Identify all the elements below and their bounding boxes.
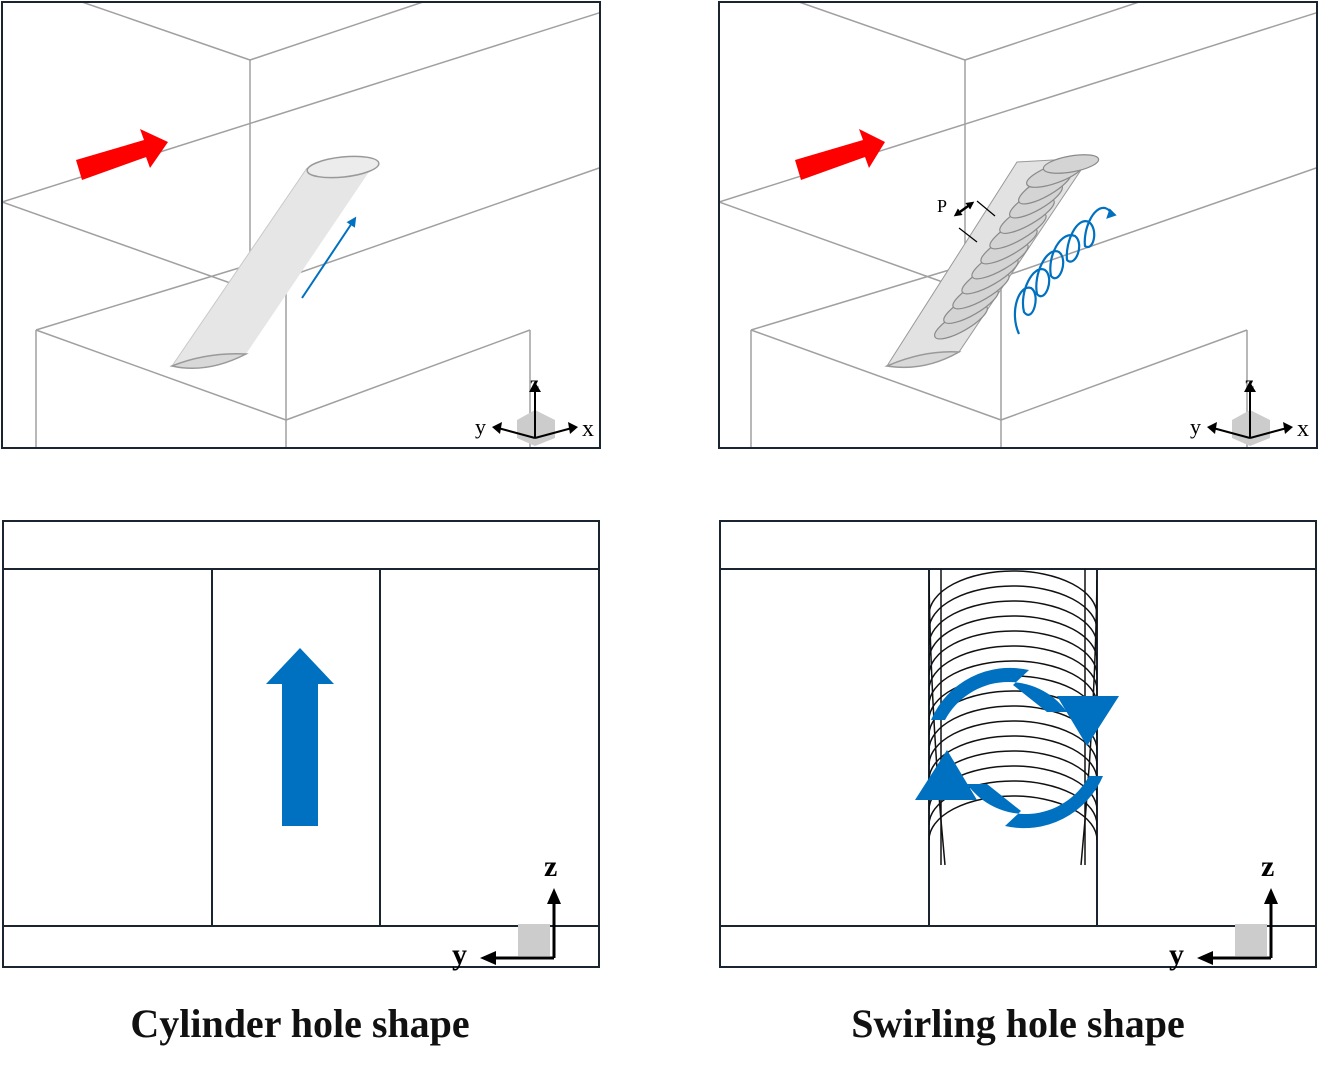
axis-z-label: z (530, 373, 539, 395)
cylinder-iso-panel: z x y (1, 1, 602, 450)
up-arrow-icon (266, 648, 334, 826)
axis-x-label: x (582, 416, 594, 442)
axis-z-label: z (1261, 850, 1274, 883)
cylinder-side-diagram: z y (2, 520, 600, 971)
swirl-iso-diagram: P z x y (718, 1, 1318, 449)
axis-y-label: y (452, 938, 467, 971)
axis-x-label: x (1297, 416, 1309, 442)
swirl-side-diagram: z y (719, 520, 1317, 971)
pitch-indicator: P (937, 196, 996, 243)
axis-y-label: y (475, 414, 486, 439)
hole-outlet (306, 155, 380, 179)
swirl-side-panel: z y (719, 520, 1318, 971)
axis-y-label: y (1190, 414, 1201, 439)
panel-frame (718, 1, 1318, 449)
caption-cylinder: Cylinder hole shape (130, 1001, 470, 1046)
hole-inlet (169, 353, 249, 369)
swirl-helix-arrow (1013, 206, 1117, 335)
flow-arrow-icon (795, 129, 885, 180)
jet-direction-arrow (301, 216, 357, 299)
cylinder-hole (172, 160, 377, 366)
swirl-rings (934, 154, 1100, 340)
cylinder-side-panel: z y (2, 520, 602, 971)
pitch-label: P (937, 196, 947, 216)
axis-y-label: y (1169, 938, 1184, 971)
axes-2d: z y (452, 850, 561, 971)
hole-inlet (884, 351, 962, 369)
panel-frame (1, 1, 601, 449)
axis-z-label: z (544, 850, 557, 883)
axis-z-label: z (1245, 373, 1254, 395)
cylinder-iso-diagram: z x y (1, 1, 601, 449)
panel-frame (719, 520, 1317, 968)
axes-triad: z x y (475, 373, 594, 446)
panel-frame (2, 520, 600, 968)
flow-arrow-icon (76, 129, 168, 180)
caption-swirling: Swirling hole shape (851, 1001, 1185, 1046)
axes-2d: z y (1169, 850, 1278, 971)
axes-triad: z x y (1190, 373, 1309, 446)
swirl-iso-panel: P z x y (718, 1, 1318, 450)
rotation-icon (915, 667, 1119, 829)
